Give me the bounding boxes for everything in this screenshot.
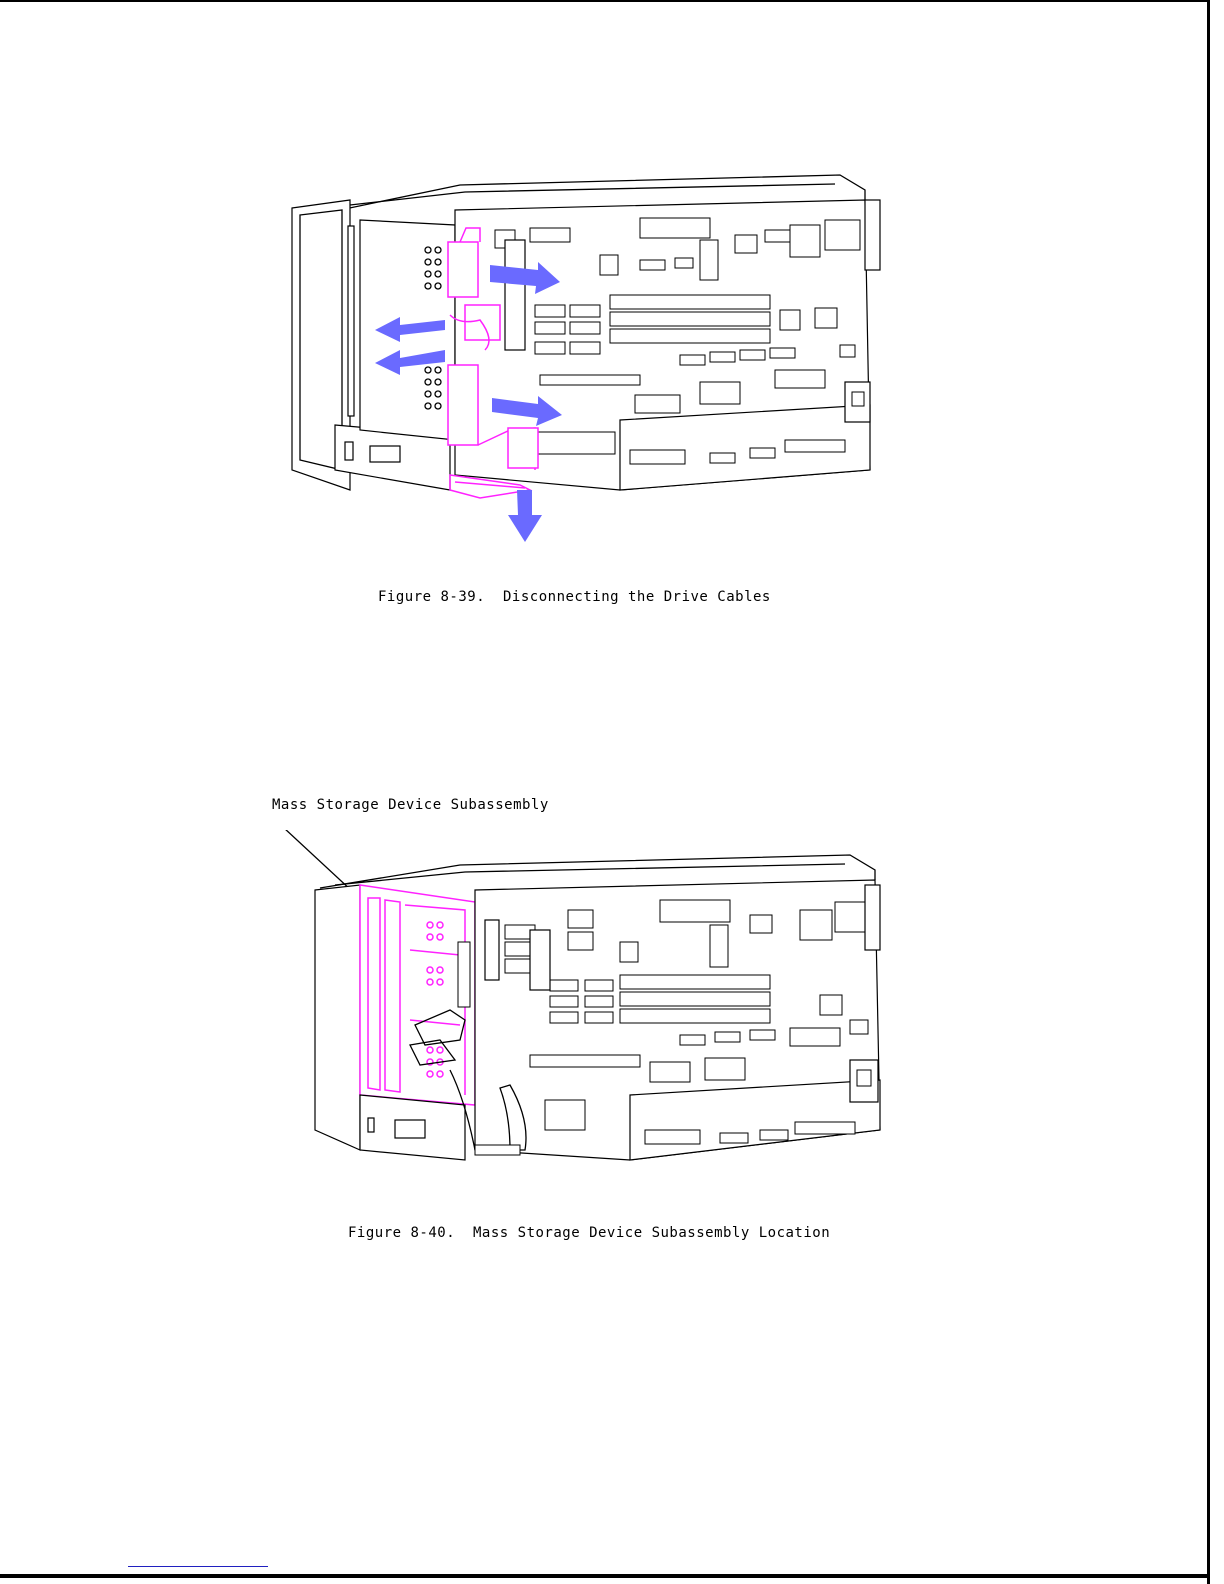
callout-label: Mass Storage Device Subassembly [272,797,549,813]
page-border-right [1207,0,1210,1584]
page-border-bottom [0,1574,1210,1578]
figure-8-39-caption: Figure 8-39. Disconnecting the Drive Cab… [378,589,771,605]
figure-8-40-caption: Figure 8-40. Mass Storage Device Subasse… [348,1225,830,1241]
page-border-top [0,0,1210,2]
figure-8-40-illustration [260,830,920,1190]
figure-8-39-illustration [280,170,900,550]
footer-link-underline[interactable] [128,1566,268,1567]
